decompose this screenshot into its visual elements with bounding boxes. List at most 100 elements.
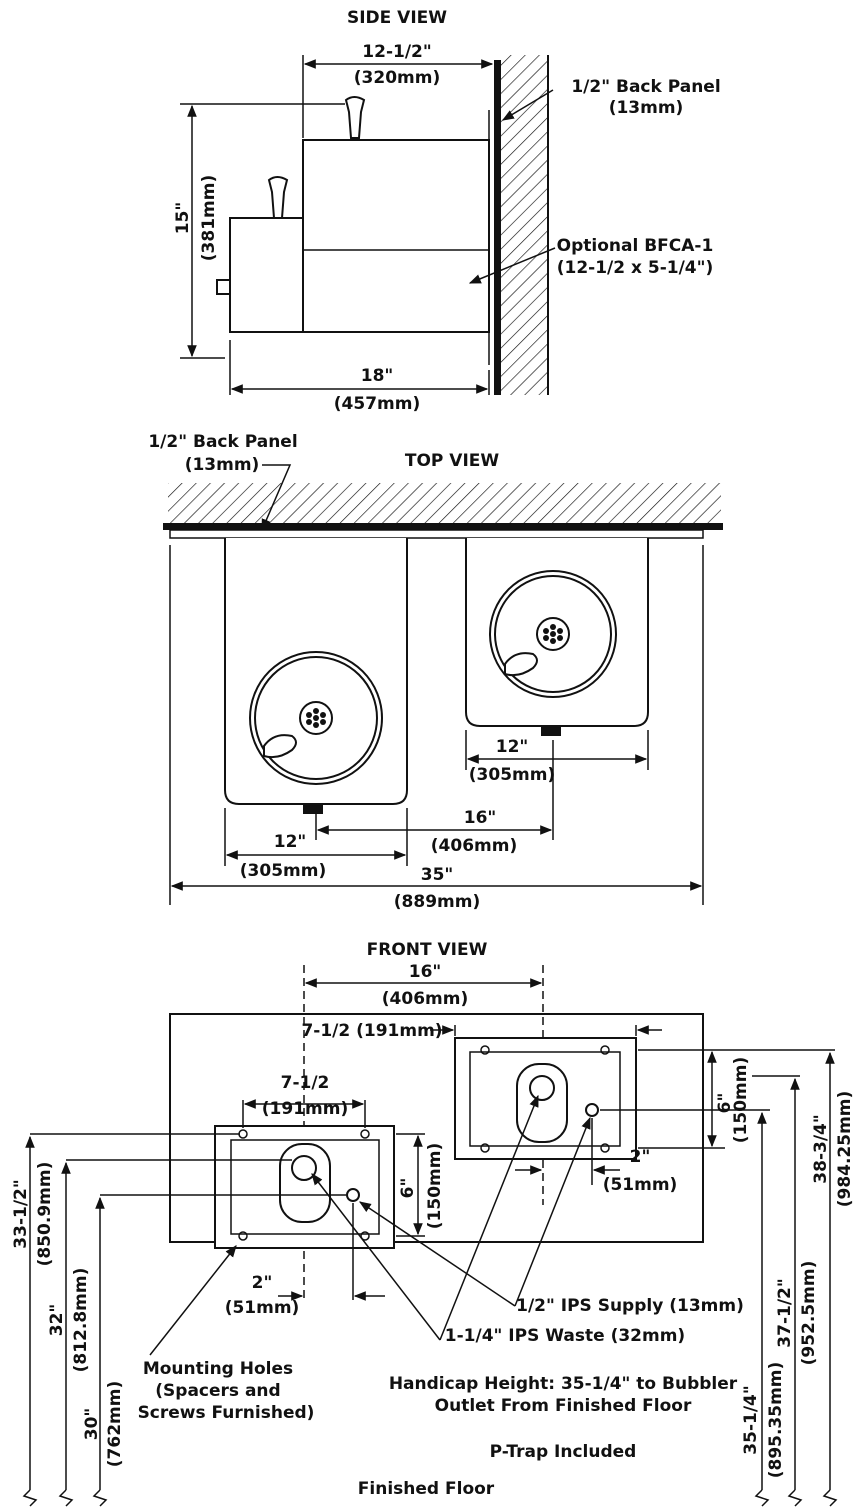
top-overall-in: 35" <box>421 865 454 885</box>
front-h37-break <box>787 1489 803 1507</box>
front-right-width: 7-1/2 (191mm) <box>301 1021 442 1041</box>
side-wall-hatch <box>500 55 548 395</box>
front-left-offset-mm: (51mm) <box>225 1298 300 1318</box>
front-mounting-leader <box>149 1245 237 1356</box>
top-back-panel-mm: (13mm) <box>185 455 260 475</box>
front-h33-in: 33-1/2" <box>11 1179 31 1248</box>
side-depth-mm: (457mm) <box>334 394 420 414</box>
top-wall-hatch <box>168 483 721 523</box>
side-width-mm: (320mm) <box>354 68 440 88</box>
side-back-panel-in: 1/2" Back Panel <box>571 77 720 97</box>
front-mounting-line3: Screws Furnished) <box>138 1403 315 1423</box>
front-ptrap-note: P-Trap Included <box>490 1442 637 1462</box>
side-back-panel-leader <box>501 89 554 121</box>
front-h38-mm: (984.25mm) <box>835 1091 855 1208</box>
front-left-width-mm: (191mm) <box>262 1099 348 1119</box>
front-h32-break <box>58 1489 74 1507</box>
front-right-height-in: 6" <box>715 1093 735 1114</box>
front-left-width-in: 7-1/2 <box>281 1073 330 1093</box>
top-center-in: 16" <box>464 808 497 828</box>
front-h30-in: 30" <box>82 1408 102 1441</box>
front-right-offset-in: 2" <box>630 1147 651 1167</box>
side-push-button <box>216 279 231 295</box>
side-upper-unit <box>302 139 490 333</box>
front-h30-mm: (762mm) <box>105 1381 125 1467</box>
front-center-mm: (406mm) <box>382 989 468 1009</box>
front-h35-in: 35-1/4" <box>741 1385 761 1454</box>
top-view: TOP VIEW 1/2" Back Panel (13mm) 12" <box>148 432 723 912</box>
side-view: SIDE VIEW 12-1/2" (320mm) 1/2" Back Pane… <box>173 8 721 414</box>
top-right-bubbler-icon <box>504 652 538 677</box>
front-right-height-mm: (150mm) <box>731 1057 751 1143</box>
side-lower-bubbler-icon <box>267 176 289 219</box>
front-right-mounting-holes <box>480 1045 610 1153</box>
side-height-in: 15" <box>173 202 193 235</box>
top-right-drain-holes <box>543 624 563 644</box>
top-right-basin-rim <box>494 575 612 693</box>
front-right-plate-inner <box>469 1051 621 1147</box>
front-right-waste-slot <box>516 1063 568 1143</box>
side-bfca-name: Optional BFCA-1 <box>557 236 714 256</box>
front-center-in: 16" <box>409 962 442 982</box>
front-left-mounting-holes <box>238 1129 370 1241</box>
front-left-waste-icon <box>291 1155 317 1181</box>
front-supply-leader-left <box>359 1201 516 1307</box>
front-view: FRONT VIEW 16" (406mm) 7-1/2 (191m <box>11 940 855 1507</box>
top-center-mm: (406mm) <box>431 836 517 856</box>
front-h38-in: 38-3/4" <box>811 1114 831 1183</box>
front-left-offset-in: 2" <box>252 1273 273 1293</box>
front-h35-break <box>754 1489 770 1507</box>
top-overall-mm: (889mm) <box>394 892 480 912</box>
front-mounting-line1: Mounting Holes <box>143 1359 293 1379</box>
front-left-height-mm: (150mm) <box>425 1143 445 1229</box>
front-view-title: FRONT VIEW <box>367 940 488 960</box>
side-depth-in: 18" <box>361 366 394 386</box>
front-h38-break <box>822 1489 838 1507</box>
top-left-width-mm: (305mm) <box>240 861 326 881</box>
top-right-width-mm: (305mm) <box>469 765 555 785</box>
front-h35-mm: (895.35mm) <box>766 1362 786 1479</box>
top-left-drain-holes <box>306 708 326 728</box>
side-bfca-leader <box>468 247 556 284</box>
front-waste-leader-left <box>311 1173 441 1341</box>
side-width-in: 12-1/2" <box>362 42 431 62</box>
top-right-width-in: 12" <box>496 737 529 757</box>
side-bfca-size: (12-1/2 x 5-1/4") <box>557 258 714 278</box>
top-left-width-in: 12" <box>274 832 307 852</box>
front-finished-floor: Finished Floor <box>358 1479 495 1499</box>
front-handicap-line1: Handicap Height: 35-1/4" to Bubbler <box>389 1374 738 1394</box>
front-supply-leader-right <box>514 1116 591 1307</box>
front-waste-label: 1-1/4" IPS Waste (32mm) <box>445 1326 685 1346</box>
top-left-bubbler-icon <box>263 734 297 759</box>
top-back-panel <box>163 523 723 530</box>
side-back-panel <box>494 60 501 395</box>
side-back-panel-mm: (13mm) <box>609 98 684 118</box>
side-view-title: SIDE VIEW <box>347 8 447 28</box>
top-left-drain-stub <box>303 804 323 814</box>
front-waste-leader-right <box>439 1094 539 1341</box>
front-right-supply-icon <box>585 1103 599 1117</box>
front-h30-break <box>92 1489 108 1507</box>
top-view-title: TOP VIEW <box>405 451 500 471</box>
front-left-height-in: 6" <box>398 1178 418 1199</box>
front-mounting-line2: (Spacers and <box>155 1381 280 1401</box>
front-h32-mm: (812.8mm) <box>71 1268 91 1373</box>
front-supply-label: 1/2" IPS Supply (13mm) <box>516 1296 744 1316</box>
top-right-drain-stub <box>541 726 561 736</box>
top-bfca-panel <box>169 529 704 539</box>
side-lower-unit <box>229 217 304 333</box>
front-h32-in: 32" <box>47 1304 67 1337</box>
front-left-supply-icon <box>346 1188 360 1202</box>
front-right-waste-icon <box>529 1075 555 1101</box>
front-bfca-outline <box>169 1013 704 1243</box>
top-left-basin-rim <box>254 656 378 780</box>
front-h33-break <box>22 1489 38 1507</box>
front-h37-mm: (952.5mm) <box>799 1261 819 1366</box>
front-right-offset-mm: (51mm) <box>603 1175 678 1195</box>
front-h37-in: 37-1/2" <box>775 1278 795 1347</box>
side-height-mm: (381mm) <box>199 175 219 261</box>
side-upper-bubbler-icon <box>344 96 366 139</box>
front-handicap-line2: Outlet From Finished Floor <box>435 1396 692 1416</box>
front-h33-mm: (850.9mm) <box>35 1162 55 1267</box>
